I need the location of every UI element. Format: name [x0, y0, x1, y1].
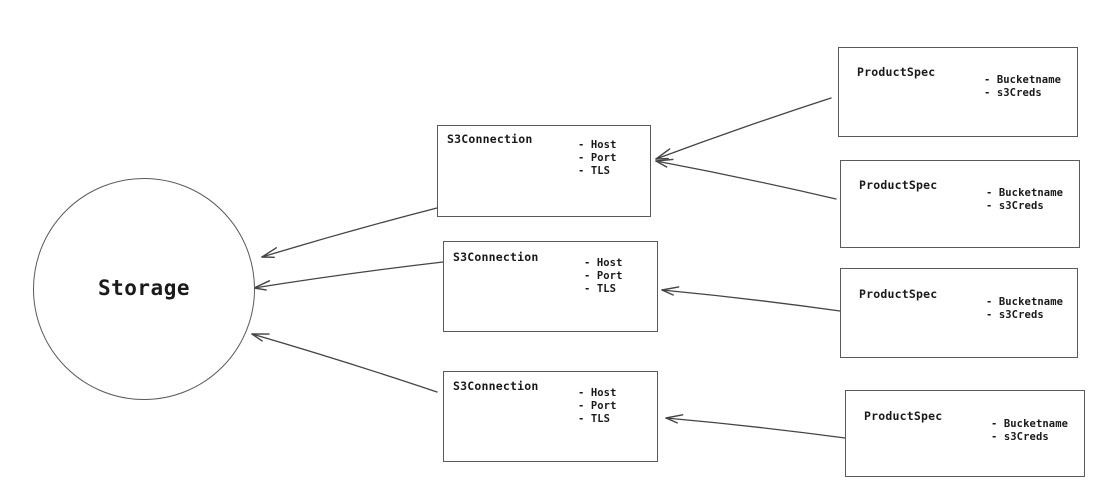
product-spec-box-3[interactable]	[840, 268, 1078, 358]
attribute-line: - Bucketname	[984, 74, 1062, 86]
arrow-conn3-to-storage	[251, 333, 438, 393]
s3-connection-box-1[interactable]	[437, 125, 651, 217]
arrow-spec4-to-conn3	[665, 414, 846, 439]
arrow-spec2-to-conn1	[655, 158, 837, 200]
product-spec-title-3: ProductSpec	[859, 287, 938, 301]
attribute-line: - Bucketname	[986, 187, 1064, 199]
s3-connection-title-2: S3Connection	[453, 250, 539, 264]
storage-circle-node[interactable]	[33, 178, 255, 400]
storage-label: Storage	[97, 276, 190, 300]
product-spec-attributes-1: - Bucketname- s3Creds	[984, 74, 1061, 100]
s3-connection-title-3: S3Connection	[453, 379, 539, 393]
product-spec-title-4: ProductSpec	[864, 409, 943, 423]
attribute-line: - TLS	[578, 165, 611, 177]
arrows-group	[251, 97, 846, 439]
product-spec-title-2: ProductSpec	[859, 178, 938, 192]
s3-connection-attributes-1: - Host- Port- TLS	[578, 139, 617, 178]
s3-connection-box-2[interactable]	[443, 241, 658, 332]
s3-connection-attributes-2: - Host- Port- TLS	[584, 257, 623, 296]
attribute-line: - Port	[584, 270, 623, 282]
attribute-line: - Bucketname	[986, 296, 1064, 308]
product-spec-title-1: ProductSpec	[857, 65, 936, 79]
product-spec-attributes-4: - Bucketname- s3Creds	[991, 418, 1068, 444]
attribute-line: - TLS	[584, 283, 617, 295]
attribute-line: - s3Creds	[986, 200, 1044, 212]
attribute-line: - TLS	[578, 413, 611, 425]
arrow-conn2-to-storage	[253, 261, 444, 291]
product-spec-box-4[interactable]	[845, 390, 1085, 477]
attribute-line: - s3Creds	[984, 87, 1042, 99]
product-spec-attributes-2: - Bucketname- s3Creds	[986, 187, 1063, 213]
attribute-line: - Bucketname	[991, 418, 1069, 430]
arrow-conn1-to-storage	[261, 207, 438, 259]
attribute-line: - Host	[578, 387, 617, 399]
attribute-line: - Host	[578, 139, 617, 151]
attribute-line: - Port	[578, 400, 617, 412]
s3-connection-box-3[interactable]	[443, 371, 658, 462]
arrow-spec1-to-conn1	[655, 97, 832, 160]
attribute-line: - s3Creds	[986, 309, 1044, 321]
attribute-line: - Host	[584, 257, 623, 269]
product-spec-attributes-3: - Bucketname- s3Creds	[986, 296, 1063, 322]
s3-connection-attributes-3: - Host- Port- TLS	[578, 387, 617, 426]
attribute-line: - Port	[578, 152, 617, 164]
product-spec-box-2[interactable]	[840, 160, 1080, 248]
product-spec-box-1[interactable]	[838, 47, 1078, 137]
s3-connection-title-1: S3Connection	[447, 132, 533, 146]
attribute-line: - s3Creds	[991, 431, 1049, 443]
arrow-spec3-to-conn2	[661, 286, 841, 312]
